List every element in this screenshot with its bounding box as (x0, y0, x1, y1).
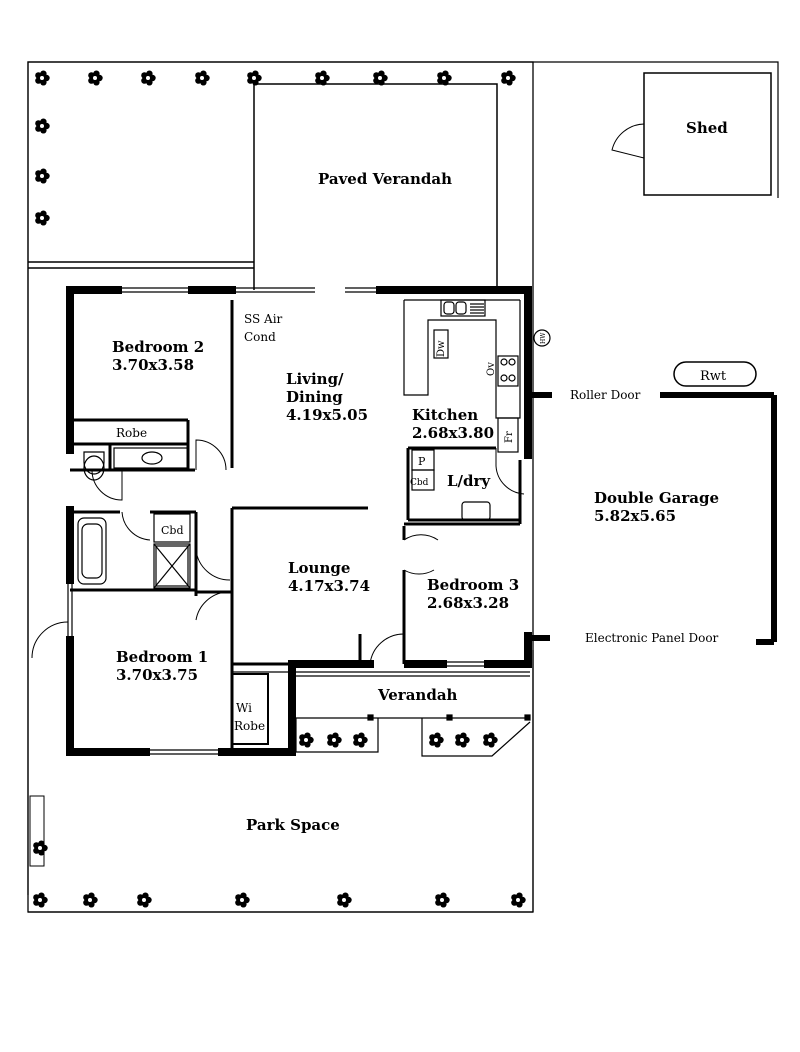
robe-label: Robe (116, 426, 147, 440)
plant-symbol (299, 732, 314, 748)
plant-symbol (501, 70, 516, 86)
plant-symbol (315, 70, 330, 86)
rwt-tank (673, 361, 757, 387)
plant-symbol (337, 892, 352, 908)
pantry-label: P (418, 455, 426, 468)
shed-label: Shed (686, 119, 728, 137)
plant-symbol (33, 840, 48, 856)
bedroom2-label: Bedroom 2 (112, 338, 204, 356)
garden-plants (33, 70, 526, 908)
door-swings (31, 439, 525, 665)
plant-symbol (35, 118, 50, 134)
plant-symbol (195, 70, 210, 86)
plant-symbol (83, 892, 98, 908)
hws-label: HW (540, 332, 547, 344)
lounge-label: Lounge (288, 559, 350, 577)
plant-symbol (429, 732, 444, 748)
internal-walls (70, 300, 522, 752)
lounge-size: 4.17x3.74 (288, 577, 370, 595)
paved-verandah-outline (28, 83, 498, 290)
bedroom2-size: 3.70x3.58 (112, 356, 194, 374)
laundry-label: L/dry (447, 472, 491, 490)
wi-robe-label-1: Wi (236, 701, 252, 715)
dishwasher-label: Dw (436, 340, 447, 357)
lot-boundary (27, 61, 779, 913)
fridge-label: Fr (504, 431, 515, 443)
rwt-label: Rwt (700, 369, 727, 384)
plant-symbol (235, 892, 250, 908)
plant-symbol (247, 70, 262, 86)
bedroom3-size: 2.68x3.28 (427, 594, 509, 612)
plant-symbol (437, 70, 452, 86)
park-space-detail (29, 795, 45, 867)
oven-label: Ov (486, 362, 497, 376)
plant-symbol (137, 892, 152, 908)
laundry-fixtures (411, 449, 491, 521)
living-dining-label-2: Dining (286, 388, 343, 406)
plant-symbol (35, 168, 50, 184)
external-walls (66, 286, 532, 756)
bedroom1-label: Bedroom 1 (116, 648, 208, 666)
plant-symbol (511, 892, 526, 908)
cbd-label: Cbd (161, 524, 184, 537)
kitchen-size: 2.68x3.80 (412, 424, 494, 442)
laundry-cbd-label: Cbd (410, 478, 429, 488)
bedroom3-label: Bedroom 3 (427, 576, 519, 594)
roller-door-label: Roller Door (570, 388, 641, 402)
verandah-label: Verandah (377, 686, 458, 704)
park-space-label: Park Space (246, 816, 340, 834)
plant-symbol (353, 732, 368, 748)
paved-verandah-label: Paved Verandah (318, 170, 452, 188)
plant-symbol (35, 210, 50, 226)
shed (611, 72, 772, 196)
living-dining-label-1: Living/ (286, 370, 344, 388)
electronic-panel-door-label: Electronic Panel Door (585, 631, 719, 645)
front-verandah (231, 664, 531, 757)
double-garage-label: Double Garage (594, 489, 719, 507)
plant-symbol (33, 892, 48, 908)
wi-robe-walls (231, 673, 269, 745)
plant-symbol (327, 732, 342, 748)
bedroom1-size: 3.70x3.75 (116, 666, 198, 684)
kitchen-bench (403, 299, 551, 453)
plant-symbol (483, 732, 498, 748)
plant-symbol (141, 70, 156, 86)
wi-robe-label-2: Robe (234, 719, 265, 733)
plant-symbol (35, 70, 50, 86)
living-dining-size: 4.19x5.05 (286, 406, 368, 424)
bathroom-fixtures (77, 447, 191, 589)
plant-symbol (373, 70, 388, 86)
kitchen-label: Kitchen (412, 406, 478, 424)
garage-walls (528, 392, 777, 645)
plant-symbol (435, 892, 450, 908)
windows (67, 287, 488, 755)
double-garage-size: 5.82x5.65 (594, 507, 676, 525)
ss-air-cond-label-1: SS Air (244, 312, 283, 326)
plant-symbol (88, 70, 103, 86)
ss-air-cond-label-2: Cond (244, 330, 276, 344)
plant-symbol (455, 732, 470, 748)
